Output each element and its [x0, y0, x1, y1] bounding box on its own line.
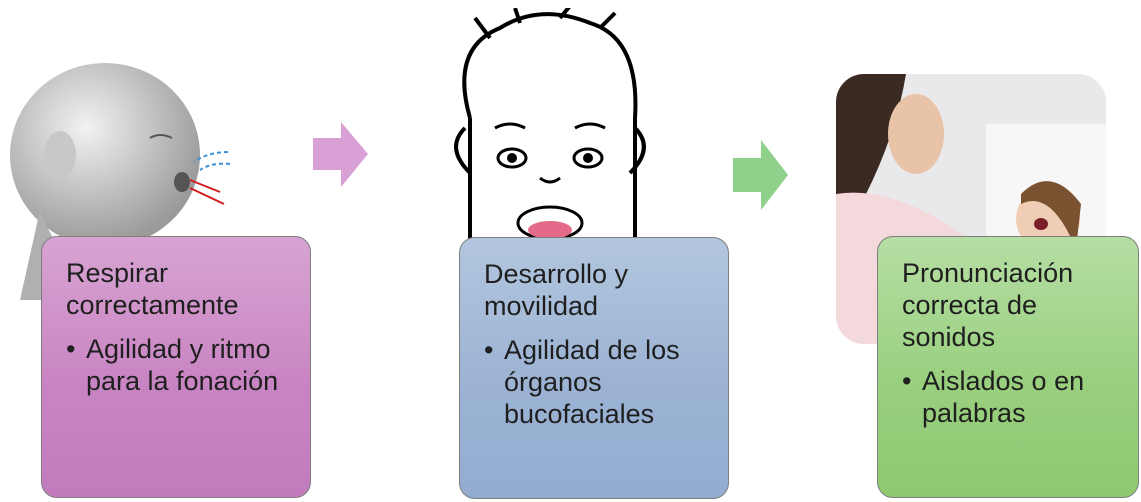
step-box-1: Respirar correctamente Agilidad y ritmo …: [41, 236, 311, 498]
step-box-3: Pronunciación correcta de sonidos Aislad…: [877, 236, 1139, 498]
step-title: Respirar correctamente: [66, 258, 239, 320]
step-bullets: Agilidad y ritmo para la fonación: [66, 333, 296, 397]
step-box-2: Desarrollo y movilidad Agilidad de los ó…: [459, 237, 729, 499]
step-bullets: Agilidad de los órganos bucofaciales: [484, 334, 714, 430]
step-bullet: Agilidad y ritmo para la fonación: [66, 333, 296, 397]
exhale-arrow-icon: [189, 179, 221, 193]
inhale-arrow-icon: [193, 151, 229, 163]
flow-arrow-1-icon: [313, 122, 368, 187]
step-bullet: Aislados o en palabras: [902, 365, 1124, 429]
step-title: Desarrollo y movilidad: [484, 259, 629, 321]
step-bullet: Agilidad de los órganos bucofaciales: [484, 334, 714, 430]
cartoon-face-image: [454, 8, 646, 240]
flow-arrow-2-icon: [733, 140, 788, 210]
step-bullets: Aislados o en palabras: [902, 365, 1124, 429]
step-title: Pronunciación correcta de sonidos: [902, 258, 1074, 352]
